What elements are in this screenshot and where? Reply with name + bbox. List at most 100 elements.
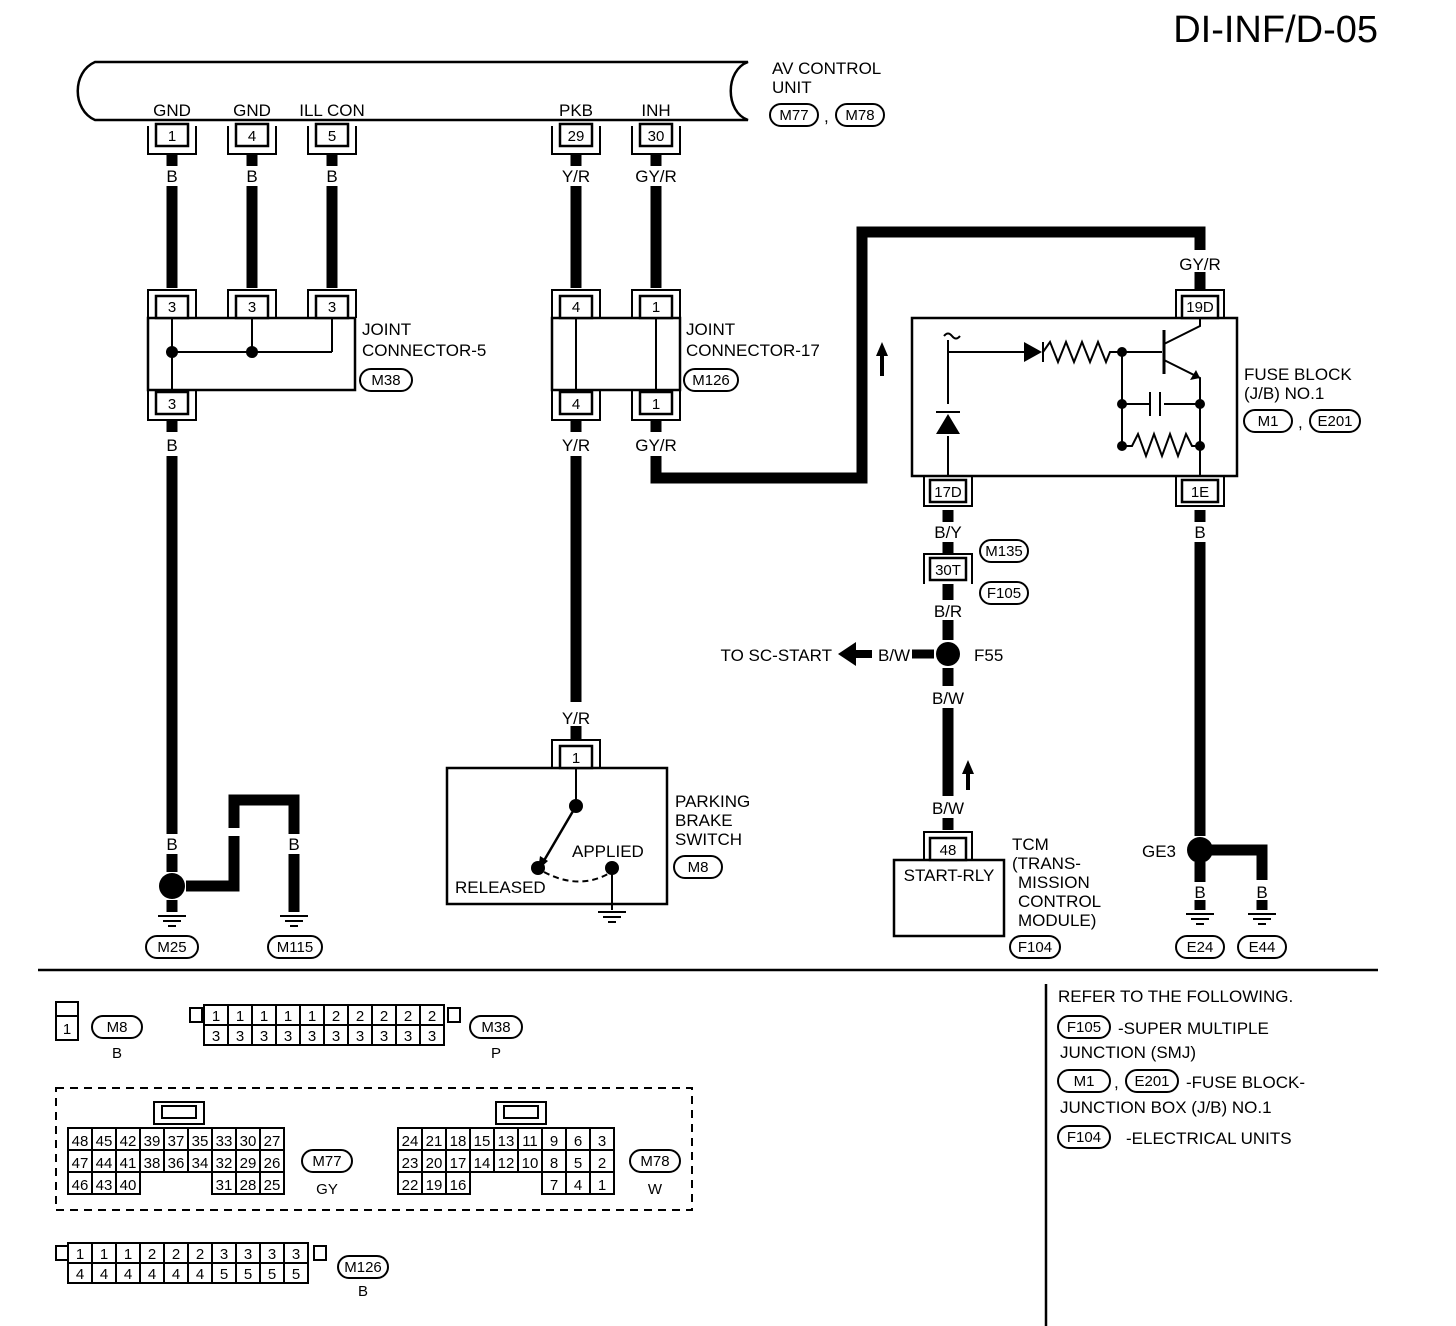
conn-badge-m8-text: M8: [688, 859, 709, 876]
refer-text-2b: JUNCTION BOX (J/B) NO.1: [1060, 1098, 1272, 1117]
m126-pin: 5: [292, 1266, 300, 1283]
ground-wire-1: B: [166, 835, 177, 854]
m38-pin: 3: [308, 1028, 316, 1045]
tcm-label-5: MODULE): [1018, 911, 1096, 930]
conn-badge-m25-text: M25: [157, 939, 186, 956]
refer-badge-f105: [1057, 1015, 1111, 1039]
conn-badge-m78: [835, 103, 885, 127]
m77-pin: 44: [96, 1155, 113, 1172]
wires: [166, 154, 1268, 912]
parking-pin: 1: [572, 750, 580, 767]
m38-pin: 3: [428, 1028, 436, 1045]
m78-pin: 10: [522, 1155, 539, 1172]
m77-pin: 29: [240, 1155, 257, 1172]
fuse-pin-1e: 1E: [1191, 484, 1209, 501]
m8-view-pin: 1: [63, 1021, 71, 1038]
parking-label-2: BRAKE: [675, 811, 733, 830]
smj-wire-in: B/Y: [934, 523, 961, 542]
m77-pin: 37: [168, 1133, 185, 1150]
applied-label: APPLIED: [572, 842, 644, 861]
view-badge-m8-text: M8: [107, 1019, 128, 1036]
m78-pin: 18: [450, 1133, 467, 1150]
m38-pin: 2: [356, 1008, 364, 1025]
joint5-pin-bottom: 3: [168, 396, 176, 413]
conn-badge-m78-text: M78: [845, 107, 874, 124]
fuse-pin-19d: 19D: [1186, 299, 1214, 316]
m38-pin: 3: [236, 1028, 244, 1045]
pin-name-pkb: PKB: [559, 101, 593, 120]
joint5-label-1: JOINT: [362, 320, 411, 339]
joint17-pin-top-1: 1: [652, 299, 660, 316]
m77-pin: 27: [264, 1133, 281, 1150]
conn-badge-m25: [145, 935, 199, 959]
fuse-pin-17d: 17D: [934, 484, 962, 501]
view-color-m77: GY: [316, 1181, 338, 1198]
m38-pin: 3: [332, 1028, 340, 1045]
joint-connector-5: [146, 289, 357, 421]
fuse-block: [910, 289, 1239, 507]
m126-pin: 2: [172, 1246, 180, 1263]
refer-text-3: -ELECTRICAL UNITS: [1126, 1129, 1292, 1148]
m77-pin: 41: [120, 1155, 137, 1172]
arrow-up-icon: [876, 342, 888, 376]
wire-label-b3: B: [326, 167, 337, 186]
parking-label-3: SWITCH: [675, 830, 742, 849]
joint17-wire-gyr: GY/R: [635, 436, 677, 455]
pin-name-inh: INH: [641, 101, 670, 120]
m126-pin: 4: [148, 1266, 156, 1283]
m126-pin: 1: [124, 1246, 132, 1263]
f55-wire-down: B/W: [932, 689, 964, 708]
smj-pin-box: [928, 556, 968, 582]
wire-label-b2: B: [246, 167, 257, 186]
m77-pin: 39: [144, 1133, 161, 1150]
m78-pin: 24: [402, 1133, 419, 1150]
av-control-unit-box: [76, 60, 749, 122]
ground-wire-2: B: [228, 835, 239, 854]
conn-badge-m77: [769, 103, 819, 127]
parking-wire: Y/R: [562, 709, 590, 728]
conn-badge-e201-text: E201: [1317, 413, 1352, 430]
m126-pin: 3: [244, 1246, 252, 1263]
conn-badge-e44-text: E44: [1249, 939, 1276, 956]
m78-pin: 14: [474, 1155, 491, 1172]
refer-badge-f105-text: F105: [1067, 1019, 1101, 1036]
conn-badge-m126: [683, 368, 739, 392]
av-control-label-1: AV CONTROL: [772, 59, 881, 78]
conn-badge-m8: [673, 855, 723, 879]
refer-badge-f104-text: F104: [1067, 1129, 1101, 1146]
m38-pin: 1: [212, 1008, 220, 1025]
view-badge-m78: [629, 1149, 681, 1173]
pin-name-gnd-1: GND: [153, 101, 191, 120]
m78-pin: 15: [474, 1133, 491, 1150]
conn-badge-m135: [979, 539, 1029, 563]
wire-label-gyr: GY/R: [635, 167, 677, 186]
m78-pin: 23: [402, 1155, 419, 1172]
to-sc-start-label: TO SC-START: [721, 646, 832, 665]
joint17-pin-top-4: 4: [572, 299, 580, 316]
joint5-pin-c: 3: [328, 299, 336, 316]
pin-num-29: 29: [568, 128, 585, 145]
pin-num-30: 30: [648, 128, 665, 145]
view-badge-m38-text: M38: [481, 1019, 510, 1036]
refer-text-1b: JUNCTION (SMJ): [1060, 1043, 1196, 1062]
m126-pin: 3: [268, 1246, 276, 1263]
page-id: DI-INF/D-05: [1173, 9, 1378, 51]
conn-badge-m135-text: M135: [985, 543, 1023, 560]
tcm-label-4: CONTROL: [1018, 892, 1101, 911]
arrow-up-icon-2: [962, 760, 974, 790]
m126-pin: 1: [100, 1246, 108, 1263]
tcm-label-1: TCM: [1012, 835, 1049, 854]
m77-pin: 42: [120, 1133, 137, 1150]
joint17-label-2: CONNECTOR-17: [686, 341, 820, 360]
m77-pin: 30: [240, 1133, 257, 1150]
view-color-m126: B: [358, 1283, 368, 1300]
conn-badge-f104: [1009, 935, 1061, 959]
m78-pin: 21: [426, 1133, 443, 1150]
ge3-junction: [1187, 837, 1213, 863]
joint17-pin-bottom-1: 1: [652, 396, 660, 413]
f55-wire-bottom: B/W: [932, 799, 964, 818]
joint-connector-17: [550, 289, 682, 421]
connector-view-m8: [55, 1001, 79, 1041]
